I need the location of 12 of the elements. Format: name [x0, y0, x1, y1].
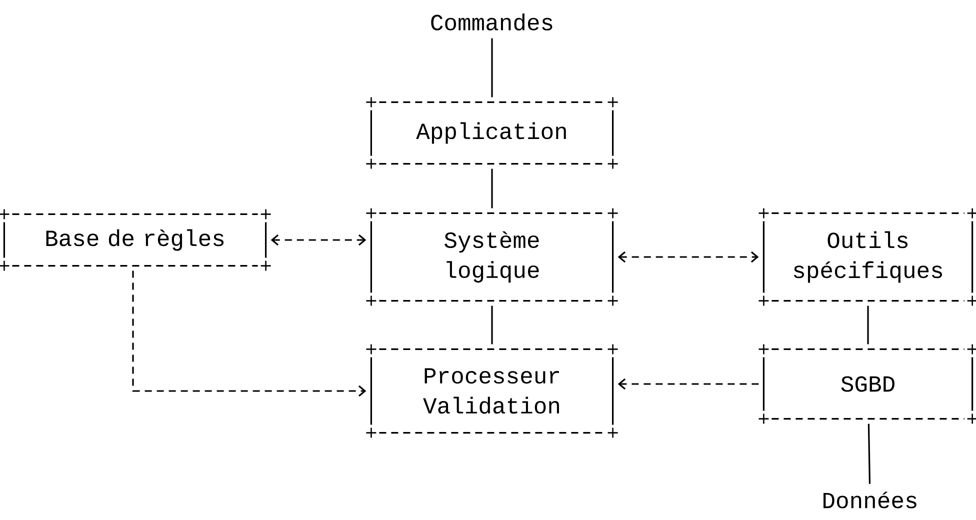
connector-arrow	[618, 251, 759, 263]
process-box: SGBD	[758, 344, 976, 424]
process-box: Processeur Validation	[366, 344, 618, 438]
connector-arrow	[618, 378, 759, 390]
connector-arrow	[132, 270, 366, 397]
connector-arrow	[270, 234, 366, 246]
process-box: Base de règles	[0, 208, 272, 272]
label-text: Données	[824, 492, 916, 508]
label-text: Commandes	[431, 14, 552, 30]
process-box: Outils spécifiques	[758, 208, 976, 306]
process-box: Application	[366, 96, 618, 170]
process-box: Système logique	[366, 208, 618, 306]
